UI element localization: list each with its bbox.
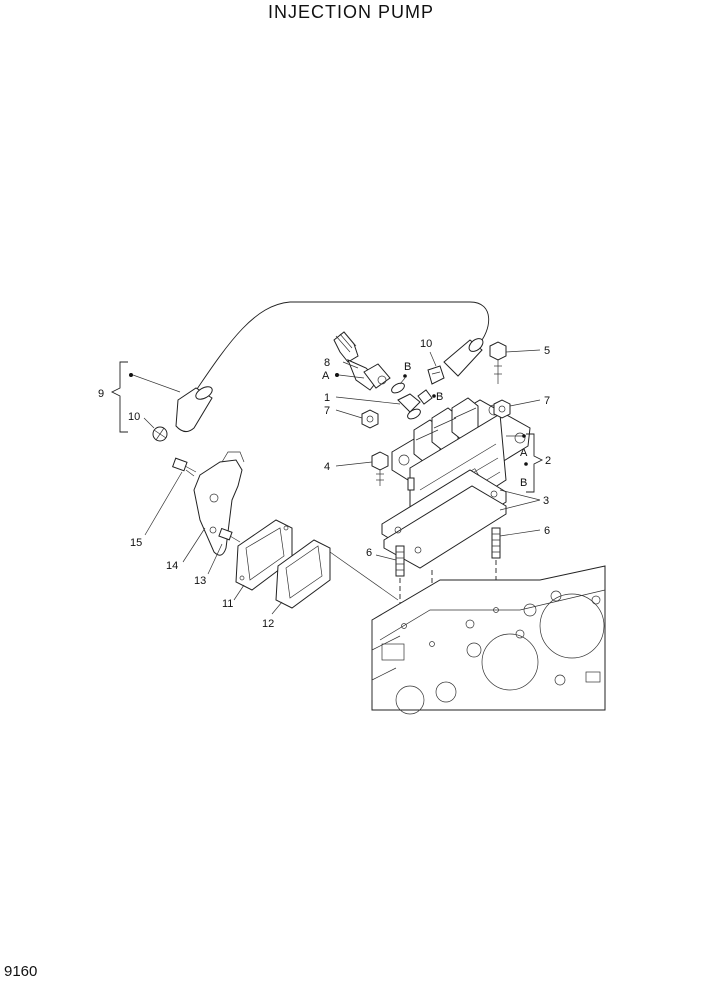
marker-a-right: A — [520, 447, 528, 459]
hose-part-9 — [175, 386, 213, 432]
gasket-12 — [275, 539, 331, 609]
callout-11: 11 — [222, 598, 233, 610]
bolt-15 — [172, 457, 197, 477]
engine-block — [371, 565, 606, 715]
callout-2: 2 — [545, 455, 551, 467]
fitting-1 — [397, 389, 433, 420]
clamp-10-left — [152, 426, 168, 442]
callout-10-right: 10 — [420, 338, 432, 350]
marker-a-top: A — [322, 370, 330, 382]
callout-14: 14 — [166, 560, 178, 572]
clamp-10-right — [427, 365, 445, 385]
marker-b-top: B — [404, 361, 411, 373]
stud-6-right — [491, 527, 501, 559]
connector-a — [363, 363, 391, 389]
callout-10-left: 10 — [128, 411, 140, 423]
callout-7-right: 7 — [544, 395, 550, 407]
bracket-2 — [526, 433, 544, 493]
nut-7-right — [493, 399, 511, 419]
marker-dot — [522, 434, 526, 438]
callout-6-right: 6 — [544, 525, 550, 537]
hose-part-right — [443, 338, 484, 377]
page-code: 9160 — [4, 963, 38, 980]
stud-6-left — [395, 545, 405, 577]
washer-b — [391, 382, 405, 394]
callout-7-left: 7 — [324, 405, 330, 417]
marker-dot — [432, 394, 436, 398]
callout-6-left: 6 — [366, 547, 372, 559]
lever-plate-14 — [193, 451, 245, 556]
gasket-3 — [381, 469, 507, 569]
bolt-13 — [218, 527, 241, 543]
marker-dot — [335, 373, 339, 377]
callout-13: 13 — [194, 575, 206, 587]
nut-7-left — [361, 409, 379, 429]
callout-12: 12 — [262, 618, 274, 630]
callout-9: 9 — [98, 388, 104, 400]
marker-b-right: B — [520, 477, 527, 489]
fuel-return-pipe — [194, 301, 490, 393]
marker-dot — [129, 373, 133, 377]
callout-3: 3 — [543, 495, 549, 507]
marker-dot — [403, 374, 407, 378]
callout-15: 15 — [130, 537, 142, 549]
callout-1: 1 — [324, 392, 330, 404]
marker-dot — [524, 462, 528, 466]
bolt-4 — [371, 451, 389, 486]
bolt-5 — [489, 341, 507, 384]
page-title: INJECTION PUMP — [267, 2, 434, 22]
marker-b-mid: B — [436, 391, 443, 403]
callout-4: 4 — [324, 461, 330, 473]
bracket-9 — [110, 361, 128, 433]
callout-8: 8 — [324, 357, 330, 369]
callout-5: 5 — [544, 345, 550, 357]
